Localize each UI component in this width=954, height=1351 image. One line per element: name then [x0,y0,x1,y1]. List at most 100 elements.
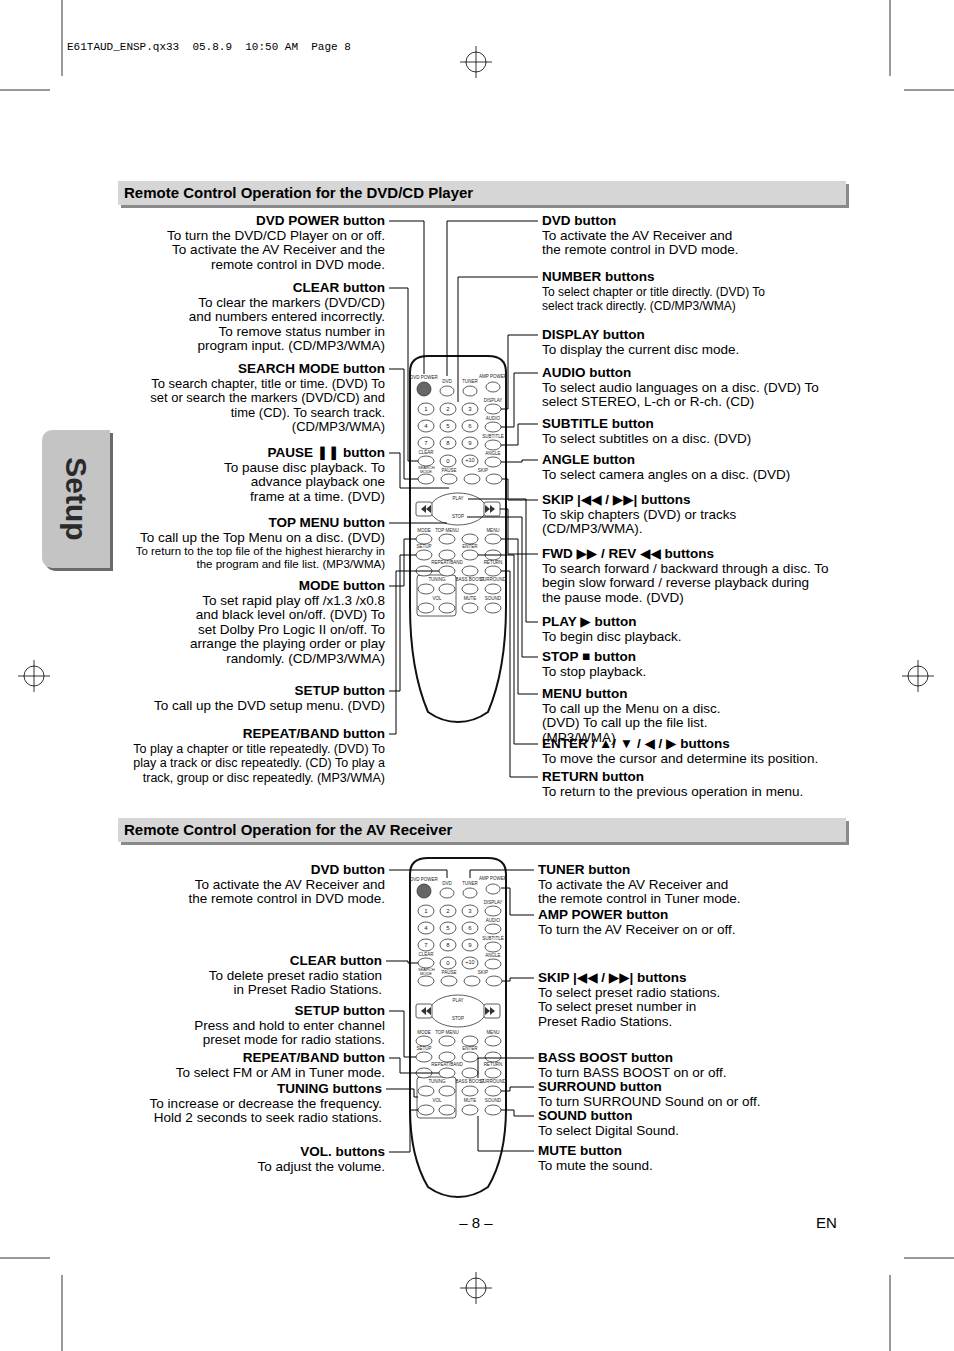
remote-button [462,603,478,613]
button-description: To activate the AV Receiver and the remo… [180,878,385,907]
button-label: SOUND [485,597,501,602]
button-name: TUNING buttons [137,1082,382,1097]
button-description: To select audio languages on a disc. (DV… [542,381,820,410]
button-description: To call up the DVD setup menu. (DVD) [135,699,385,714]
callout: REPEAT/BAND buttonTo select FM or AM in … [160,1051,385,1080]
button-label: AUDIO [486,919,500,924]
button-label: AUDIO [486,417,500,422]
button-description: To select chapter or title directly. (DV… [542,285,774,314]
button-description: To turn BASS BOOST on or off. [538,1066,788,1081]
callout: DVD buttonTo activate the AV Receiver an… [180,863,385,907]
button-label: REPEAT/BAND [431,561,462,566]
remote-button [462,905,478,917]
remote-button [440,939,456,951]
remote-button [439,550,455,560]
remote-button [440,957,456,969]
button-label: ENTER [462,1047,477,1052]
button-label: VOL [432,597,441,602]
button-label: AMP POWER [479,877,507,882]
button-description: To turn SURROUND Sound on or off. [538,1095,788,1110]
remote-button [418,584,434,594]
callout: SUBTITLE buttonTo select subtitles on a … [542,417,842,446]
button-label: DISPLAY [484,399,503,404]
callout: SEARCH MODE buttonTo search chapter, tit… [150,362,385,435]
remote-button [417,382,431,396]
registration-mark [902,660,934,692]
button-description: To turn the DVD/CD Player on or off. To … [152,229,385,273]
remote-button [418,420,434,432]
button-description: To stop playback. [542,665,842,680]
button-label: 1 [424,908,427,914]
remote-button [486,884,500,894]
button-description: To delete preset radio station in Preset… [198,969,382,998]
leader-line [501,888,534,915]
leader-line [501,424,538,445]
button-label: MUTE [464,1099,477,1104]
button-label: MENU [486,529,499,534]
button-description: To return to the top file of the highest… [117,545,385,571]
remote-button [486,976,502,986]
button-description: To set rapid play off /x1.3 /x0.8 and bl… [180,594,385,667]
remote-button [485,959,501,969]
button-name: SURROUND button [538,1080,788,1095]
button-label: 8 [446,440,449,446]
button-label: +10 [465,960,474,966]
crop-mark [890,1275,891,1351]
callout: TUNER buttonTo activate the AV Receiver … [538,863,748,907]
remote-button [462,534,478,544]
button-name: REPEAT/BAND button [160,1051,385,1066]
button-label: SETUP [416,545,431,550]
button-label: 7 [424,440,427,446]
button-label: ANGLE [485,954,500,959]
button-label: 0 [446,960,449,966]
registration-cross [18,660,50,692]
registration-cross [460,1272,492,1304]
button-name: PAUSE ❚❚ button [217,446,385,461]
remote-button [440,905,456,917]
callout: VOL. buttonsTo adjust the volume. [185,1145,385,1174]
button-description: To mute the sound. [538,1159,788,1174]
file-header: E61TAUD_ENSP.qx33 05.8.9 10:50 AM Page 8 [67,41,351,53]
button-label: SOUND [485,1099,501,1104]
leader-line [478,1116,534,1151]
crop-mark [62,0,63,76]
leader-line [389,369,418,479]
chapter-tab: Setup [42,430,110,568]
button-description: To activate the AV Receiver and the remo… [538,878,748,907]
remote-button [439,1052,455,1062]
button-description: To play a chapter or title repeatedly. (… [133,742,385,786]
remote-button [486,382,500,392]
nav-pad [430,995,486,1027]
remote-button [485,584,501,594]
button-description: Press and hold to enter channel preset m… [180,1019,385,1048]
remote-housing [410,356,506,722]
remote-button [462,1052,478,1062]
section-heading-bar: Remote Control Operation for the AV Rece… [118,818,846,842]
remote-button [485,457,501,467]
button-label: SUBTITLE [482,937,504,942]
button-label: DVD POWER [410,878,438,883]
leader-line [447,221,538,376]
section-heading-bar: Remote Control Operation for the DVD/CD … [118,181,846,205]
button-name: DVD POWER button [152,214,385,229]
button-label: SETUP [416,1047,431,1052]
leader-line [389,453,449,488]
callout: ANGLE buttonTo select camera angles on a… [542,453,842,482]
leader-line [501,335,538,409]
button-label: TOP MENU [435,529,459,534]
remote-button [416,1036,432,1046]
arrow-symbol [421,505,495,513]
leader-line [386,1089,418,1097]
button-name: DVD button [542,214,754,229]
remote-control [410,356,506,722]
leader-line [467,517,538,657]
button-description: To turn the AV Receiver on or off. [538,923,788,938]
button-name: MUTE button [538,1144,788,1159]
remote-button [416,550,432,560]
remote-button [418,1105,434,1115]
button-description: To move the cursor and determine its pos… [542,752,842,767]
button-label: PLAY [452,497,463,502]
callout: DISPLAY buttonTo display the current dis… [542,328,842,357]
remote-button [462,437,478,449]
